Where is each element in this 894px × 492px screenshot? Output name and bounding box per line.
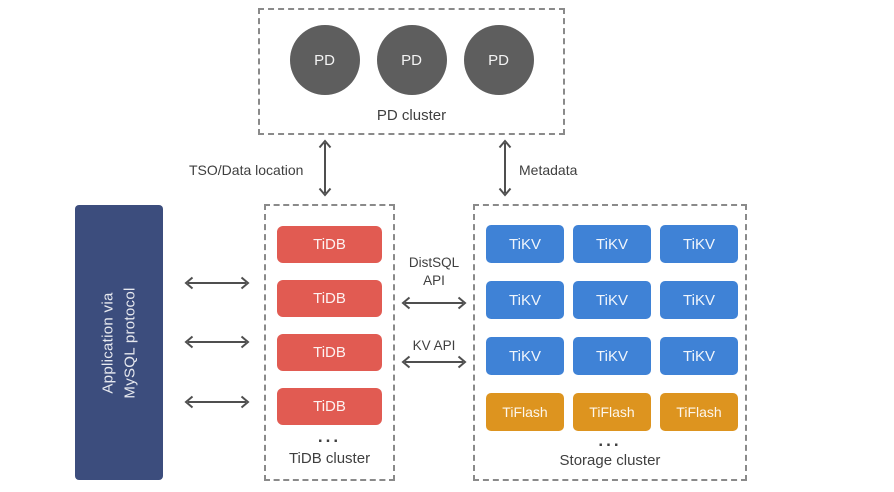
kv-api-label: KV API [412,338,456,353]
app-tidb-arrow [184,335,250,349]
metadata-label: Metadata [519,162,578,178]
tso-bidirectional-arrow [318,139,332,197]
tikv-node: TiKV [486,225,564,263]
pd-cluster-box: PD PD PD PD cluster [258,8,565,135]
tikv-node: TiKV [486,281,564,319]
application-label: Application via MySQL protocol [97,287,141,398]
kv-api-arrow [401,355,467,369]
application-label-line2: MySQL protocol [121,286,138,399]
app-tidb-arrow [184,276,250,290]
tikv-node: TiKV [660,225,738,263]
application-label-line1: Application via [99,291,117,394]
tikv-node: TiKV [660,337,738,375]
app-tidb-arrow [184,395,250,409]
pd-node-row: PD PD PD [260,10,563,95]
tidb-cluster-label: TiDB cluster [288,450,371,467]
tso-data-location-label: TSO/Data location [189,162,304,178]
tiflash-node: TiFlash [660,393,738,431]
tidb-node-column: TiDB TiDB TiDB TiDB [266,206,393,425]
tidb-ellipsis: ... [317,427,342,446]
storage-ellipsis: ... [598,431,622,450]
distsql-api-arrow [401,296,467,310]
tiflash-node: TiFlash [573,393,651,431]
tidb-node: TiDB [277,280,382,317]
tikv-node: TiKV [660,281,738,319]
storage-cluster-box: TiKV TiKV TiKV TiKV TiKV TiKV TiKV TiKV … [473,204,747,481]
pd-node: PD [463,25,534,95]
storage-cluster-label: Storage cluster [559,452,661,469]
metadata-bidirectional-arrow [498,139,512,197]
tikv-node: TiKV [573,225,651,263]
tikv-node: TiKV [573,337,651,375]
storage-node-grid: TiKV TiKV TiKV TiKV TiKV TiKV TiKV TiKV … [475,206,745,431]
tikv-node: TiKV [486,337,564,375]
tidb-node: TiDB [277,334,382,371]
distsql-api-label: DistSQL API [408,255,460,288]
pd-node: PD [289,25,360,95]
pd-node: PD [376,25,447,95]
tidb-node: TiDB [277,226,382,263]
tiflash-node: TiFlash [486,393,564,431]
tidb-cluster-box: TiDB TiDB TiDB TiDB ... TiDB cluster [264,204,395,481]
tikv-node: TiKV [573,281,651,319]
tidb-node: TiDB [277,388,382,425]
application-box: Application via MySQL protocol [75,205,163,480]
pd-cluster-label: PD cluster [376,107,447,124]
